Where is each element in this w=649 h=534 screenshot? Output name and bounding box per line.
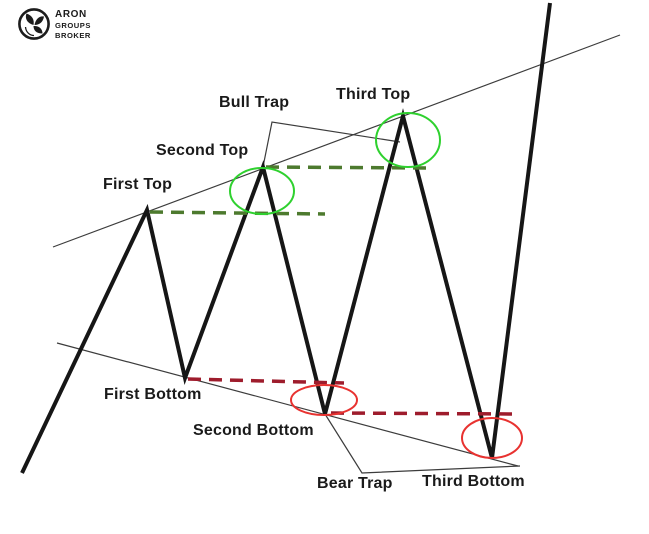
lower-trendline bbox=[56, 342, 519, 467]
logo-line-aron: ARON bbox=[55, 8, 87, 20]
second-top-level bbox=[265, 165, 431, 170]
bear-trap-pointer bbox=[324, 413, 521, 474]
second-top-circle bbox=[229, 167, 295, 215]
aron-groups-broker-logo: ARON GROUPS BROKER bbox=[17, 6, 91, 42]
logo-line-groups: GROUPS bbox=[55, 20, 91, 30]
price-zigzag-line bbox=[20, 2, 552, 474]
third-top-label: Third Top bbox=[336, 86, 411, 103]
first-top-level bbox=[149, 210, 326, 216]
upper-trendline bbox=[52, 34, 621, 248]
logo-wordmark: ARON GROUPS BROKER bbox=[55, 9, 91, 40]
bull-trap-pointer bbox=[262, 121, 401, 168]
third-top-circle bbox=[375, 112, 441, 168]
second-bottom-level bbox=[330, 411, 514, 416]
third-bottom-circle bbox=[461, 417, 523, 459]
first-bottom-level bbox=[187, 377, 345, 385]
first-top-label: First Top bbox=[103, 176, 173, 193]
second-bottom-label: Second Bottom bbox=[193, 422, 314, 439]
logo-line-broker: BROKER bbox=[55, 30, 91, 40]
second-bottom-circle bbox=[290, 384, 358, 416]
aron-groups-logo-icon bbox=[18, 8, 50, 40]
bull-trap-label: Bull Trap bbox=[219, 94, 290, 111]
bear-trap-label: Bear Trap bbox=[317, 475, 393, 492]
third-bottom-label: Third Bottom bbox=[422, 473, 525, 490]
second-top-label: Second Top bbox=[156, 142, 249, 159]
first-bottom-label: First Bottom bbox=[104, 386, 202, 403]
